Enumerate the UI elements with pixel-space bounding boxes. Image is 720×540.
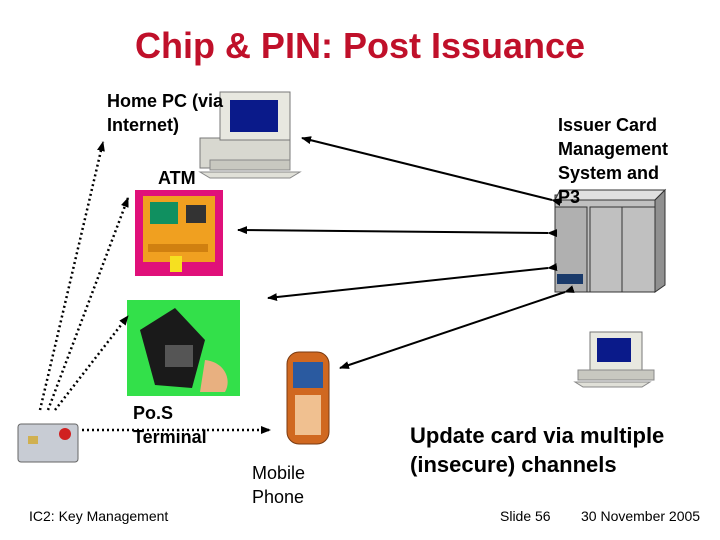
pos-label: Po.S Terminal [133, 401, 207, 449]
issuer-label-line: Management [558, 139, 669, 159]
server-rack-icon [554, 188, 667, 293]
solid-arrows [237, 136, 575, 369]
arrow-issuer-atm [237, 226, 558, 238]
atm-icon [135, 190, 223, 276]
arrow-issuer-homepc [301, 136, 562, 207]
issuer-label-line: System and [558, 163, 660, 183]
caption-text: Update card via multiple (insecure) chan… [410, 421, 664, 479]
footer-date: 30 November 2005 [581, 508, 701, 524]
arrow-issuer-pos [267, 263, 558, 302]
footer-course: IC2: Key Management [29, 508, 169, 524]
caption-line: Update card via multiple [410, 423, 665, 448]
page-title: Chip & PIN: Post Issuance [134, 25, 586, 66]
dotted-arrows [38, 141, 271, 434]
issuer-pc-icon [573, 331, 655, 388]
mobile-phone-icon [286, 351, 330, 445]
chip-card-icon [17, 423, 79, 463]
home-pc-label-line: Home PC (via [107, 91, 224, 111]
home-pc-icon [198, 91, 302, 179]
pos-terminal-icon [127, 300, 240, 396]
mobile-label: Mobile Phone [252, 461, 305, 509]
issuer-label: Issuer Card Management System and P3 [558, 113, 668, 209]
pos-label-line: Terminal [133, 427, 207, 447]
mobile-label-line: Phone [252, 487, 305, 507]
dotted-card-atm [46, 197, 130, 411]
footer-slide-number: Slide 56 [500, 508, 551, 524]
issuer-label-line: Issuer Card [558, 115, 658, 135]
caption-line: (insecure) channels [410, 452, 617, 477]
arrow-issuer-mobile [339, 285, 575, 369]
pos-label-line: Po.S [133, 403, 174, 423]
mobile-label-line: Mobile [252, 463, 306, 483]
home-pc-label: Home PC (via Internet) [107, 89, 223, 137]
issuer-label-line: P3 [558, 187, 581, 207]
dotted-card-homepc [38, 141, 105, 411]
atm-label: ATM [158, 168, 196, 188]
home-pc-label-line: Internet) [107, 115, 179, 135]
